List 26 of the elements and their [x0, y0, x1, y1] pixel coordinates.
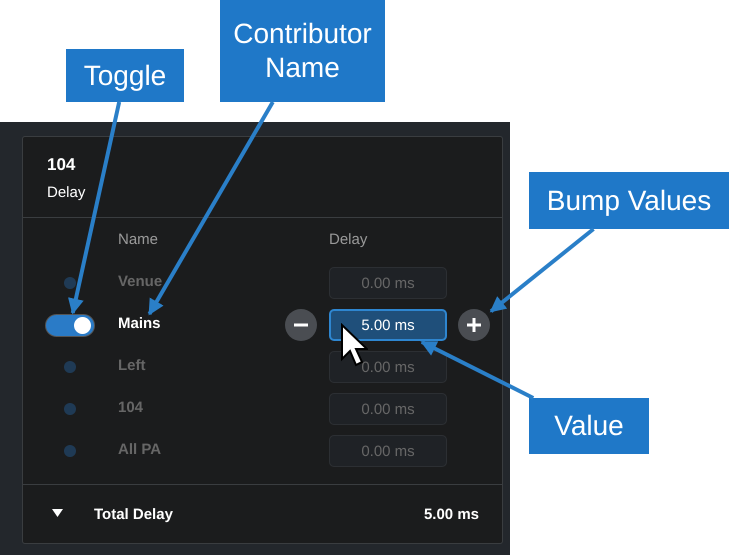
toggle-switch [45, 314, 95, 337]
callout-label: Value [529, 398, 649, 454]
column-header: Name [118, 231, 158, 248]
value-field: 5.00 ms [329, 309, 447, 341]
callout-label: Toggle [66, 49, 184, 102]
column-header: Delay [329, 231, 368, 248]
contributor-name: Left [118, 357, 146, 374]
value-field: 0.00 ms [329, 351, 447, 383]
leader-arrow [420, 340, 534, 400]
value-field: 0.00 ms [329, 393, 447, 425]
plus-button [458, 309, 490, 341]
contributor-name: Mains [118, 315, 168, 335]
callout-label: Bump Values [529, 172, 729, 229]
panel-title: 104 [47, 155, 76, 175]
total-label: Total Delay [94, 506, 173, 523]
panel-subtitle: Delay [47, 184, 86, 201]
contributor-name: Venue [118, 273, 162, 290]
total-value: 5.00 ms [424, 506, 479, 523]
value-field: 0.00 ms [329, 435, 447, 467]
callout-label: Contributor Name [220, 0, 385, 102]
contributor-name: All PA [118, 441, 162, 458]
value-field: 0.00 ms [329, 267, 447, 299]
leader-arrow [490, 227, 595, 313]
contributor-name: 104 [118, 399, 144, 416]
minus-button [285, 309, 317, 341]
leader-arrow [148, 101, 275, 316]
